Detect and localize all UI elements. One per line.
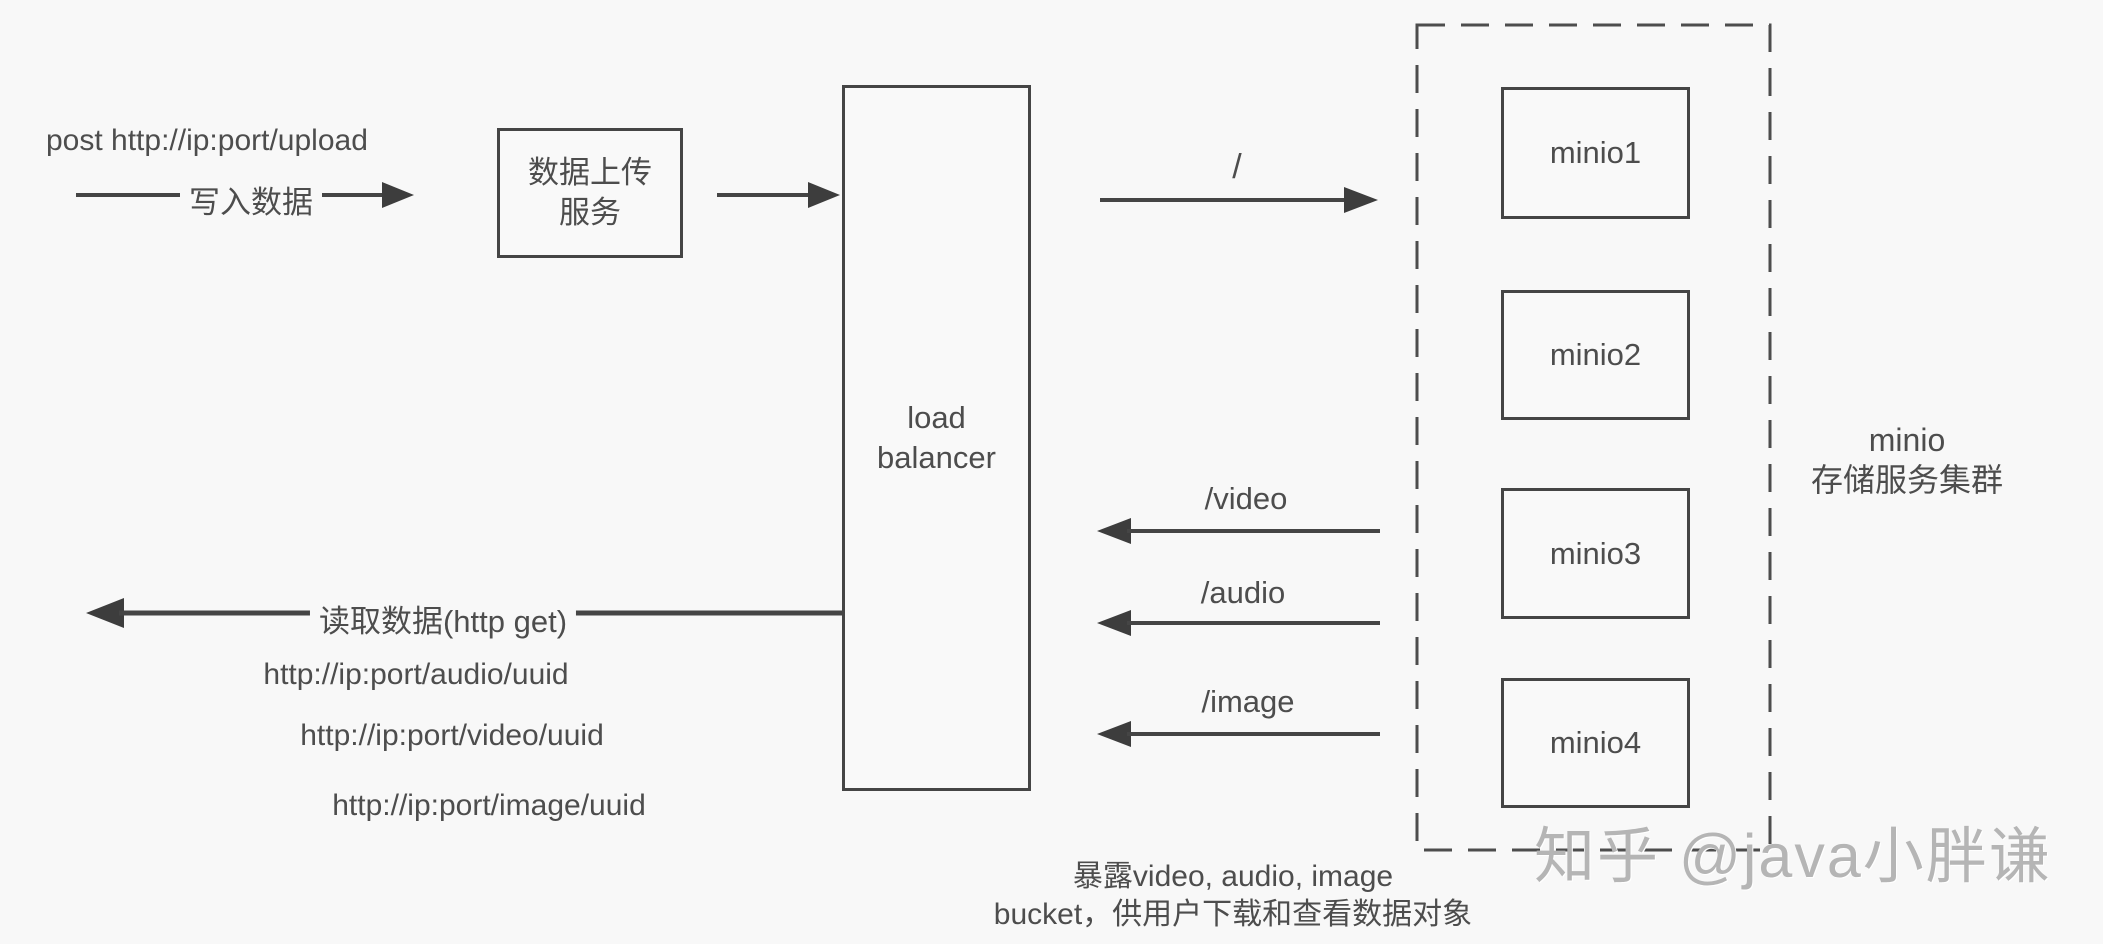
image-route-label: /image [1201,684,1295,719]
read-arrow-label: 读取数据(http get) [309,596,577,641]
arrowhead-right-icon [808,182,840,208]
minio-node-box: minio1 [1501,87,1690,219]
bucket-footnote-line1: 暴露video, audio, image [1072,860,1394,893]
upload-service-box: 数据上传 服务 [497,128,683,258]
bucket-footnote: 暴露video, audio, image bucket，供用户下载和查看数据对… [888,858,1578,934]
minio-node-box: minio2 [1501,290,1690,420]
minio-node-label: minio4 [1549,725,1642,760]
write-arrow-label: 写入数据 [180,177,322,222]
video-route-label: /video [1204,481,1288,516]
arrowhead-left-icon [86,598,124,628]
minio-node-label: minio2 [1549,337,1642,372]
cluster-boundary [1415,23,1772,852]
cluster-label: minio 存储服务集群 [1806,420,2008,500]
cluster-label-line2: 存储服务集群 [1810,462,2003,498]
arrowhead-right-icon [382,182,414,208]
watermark: 知乎 @java小胖谦 [1534,822,2052,890]
load-balancer-label-line1: load [907,400,966,435]
arrowhead-left-icon [1097,610,1131,636]
root-route-arrow [1100,187,1378,213]
arrowhead-left-icon [1097,518,1131,544]
read-url-video: http://ip:port/video/uuid [300,719,604,752]
minio-node-label: minio3 [1549,535,1642,571]
root-route-label: / [1232,148,1242,186]
minio-node-label: minio1 [1549,135,1642,170]
cluster-label-line1: minio [1868,422,1946,458]
upload-service-label-line2: 服务 [559,195,621,230]
upload-service-label-line1: 数据上传 [528,155,652,190]
read-url-audio: http://ip:port/audio/uuid [263,658,569,691]
service-to-lb-arrow [717,182,840,208]
video-route-arrow [1097,518,1380,544]
arrowhead-right-icon [1344,187,1378,213]
load-balancer-box: load balancer [842,85,1031,791]
audio-route-arrow [1097,610,1380,636]
arrowhead-left-icon [1097,721,1131,747]
read-url-image: http://ip:port/image/uuid [332,789,646,822]
post-url-label: post http://ip:port/upload [46,124,368,157]
audio-route-label: /audio [1200,575,1286,610]
minio-node-box: minio3 [1501,488,1690,619]
load-balancer-label-line2: balancer [877,440,996,475]
bucket-footnote-line2: bucket，供用户下载和查看数据对象 [993,898,1473,931]
image-route-arrow [1097,721,1380,747]
minio-node-box: minio4 [1501,678,1690,808]
